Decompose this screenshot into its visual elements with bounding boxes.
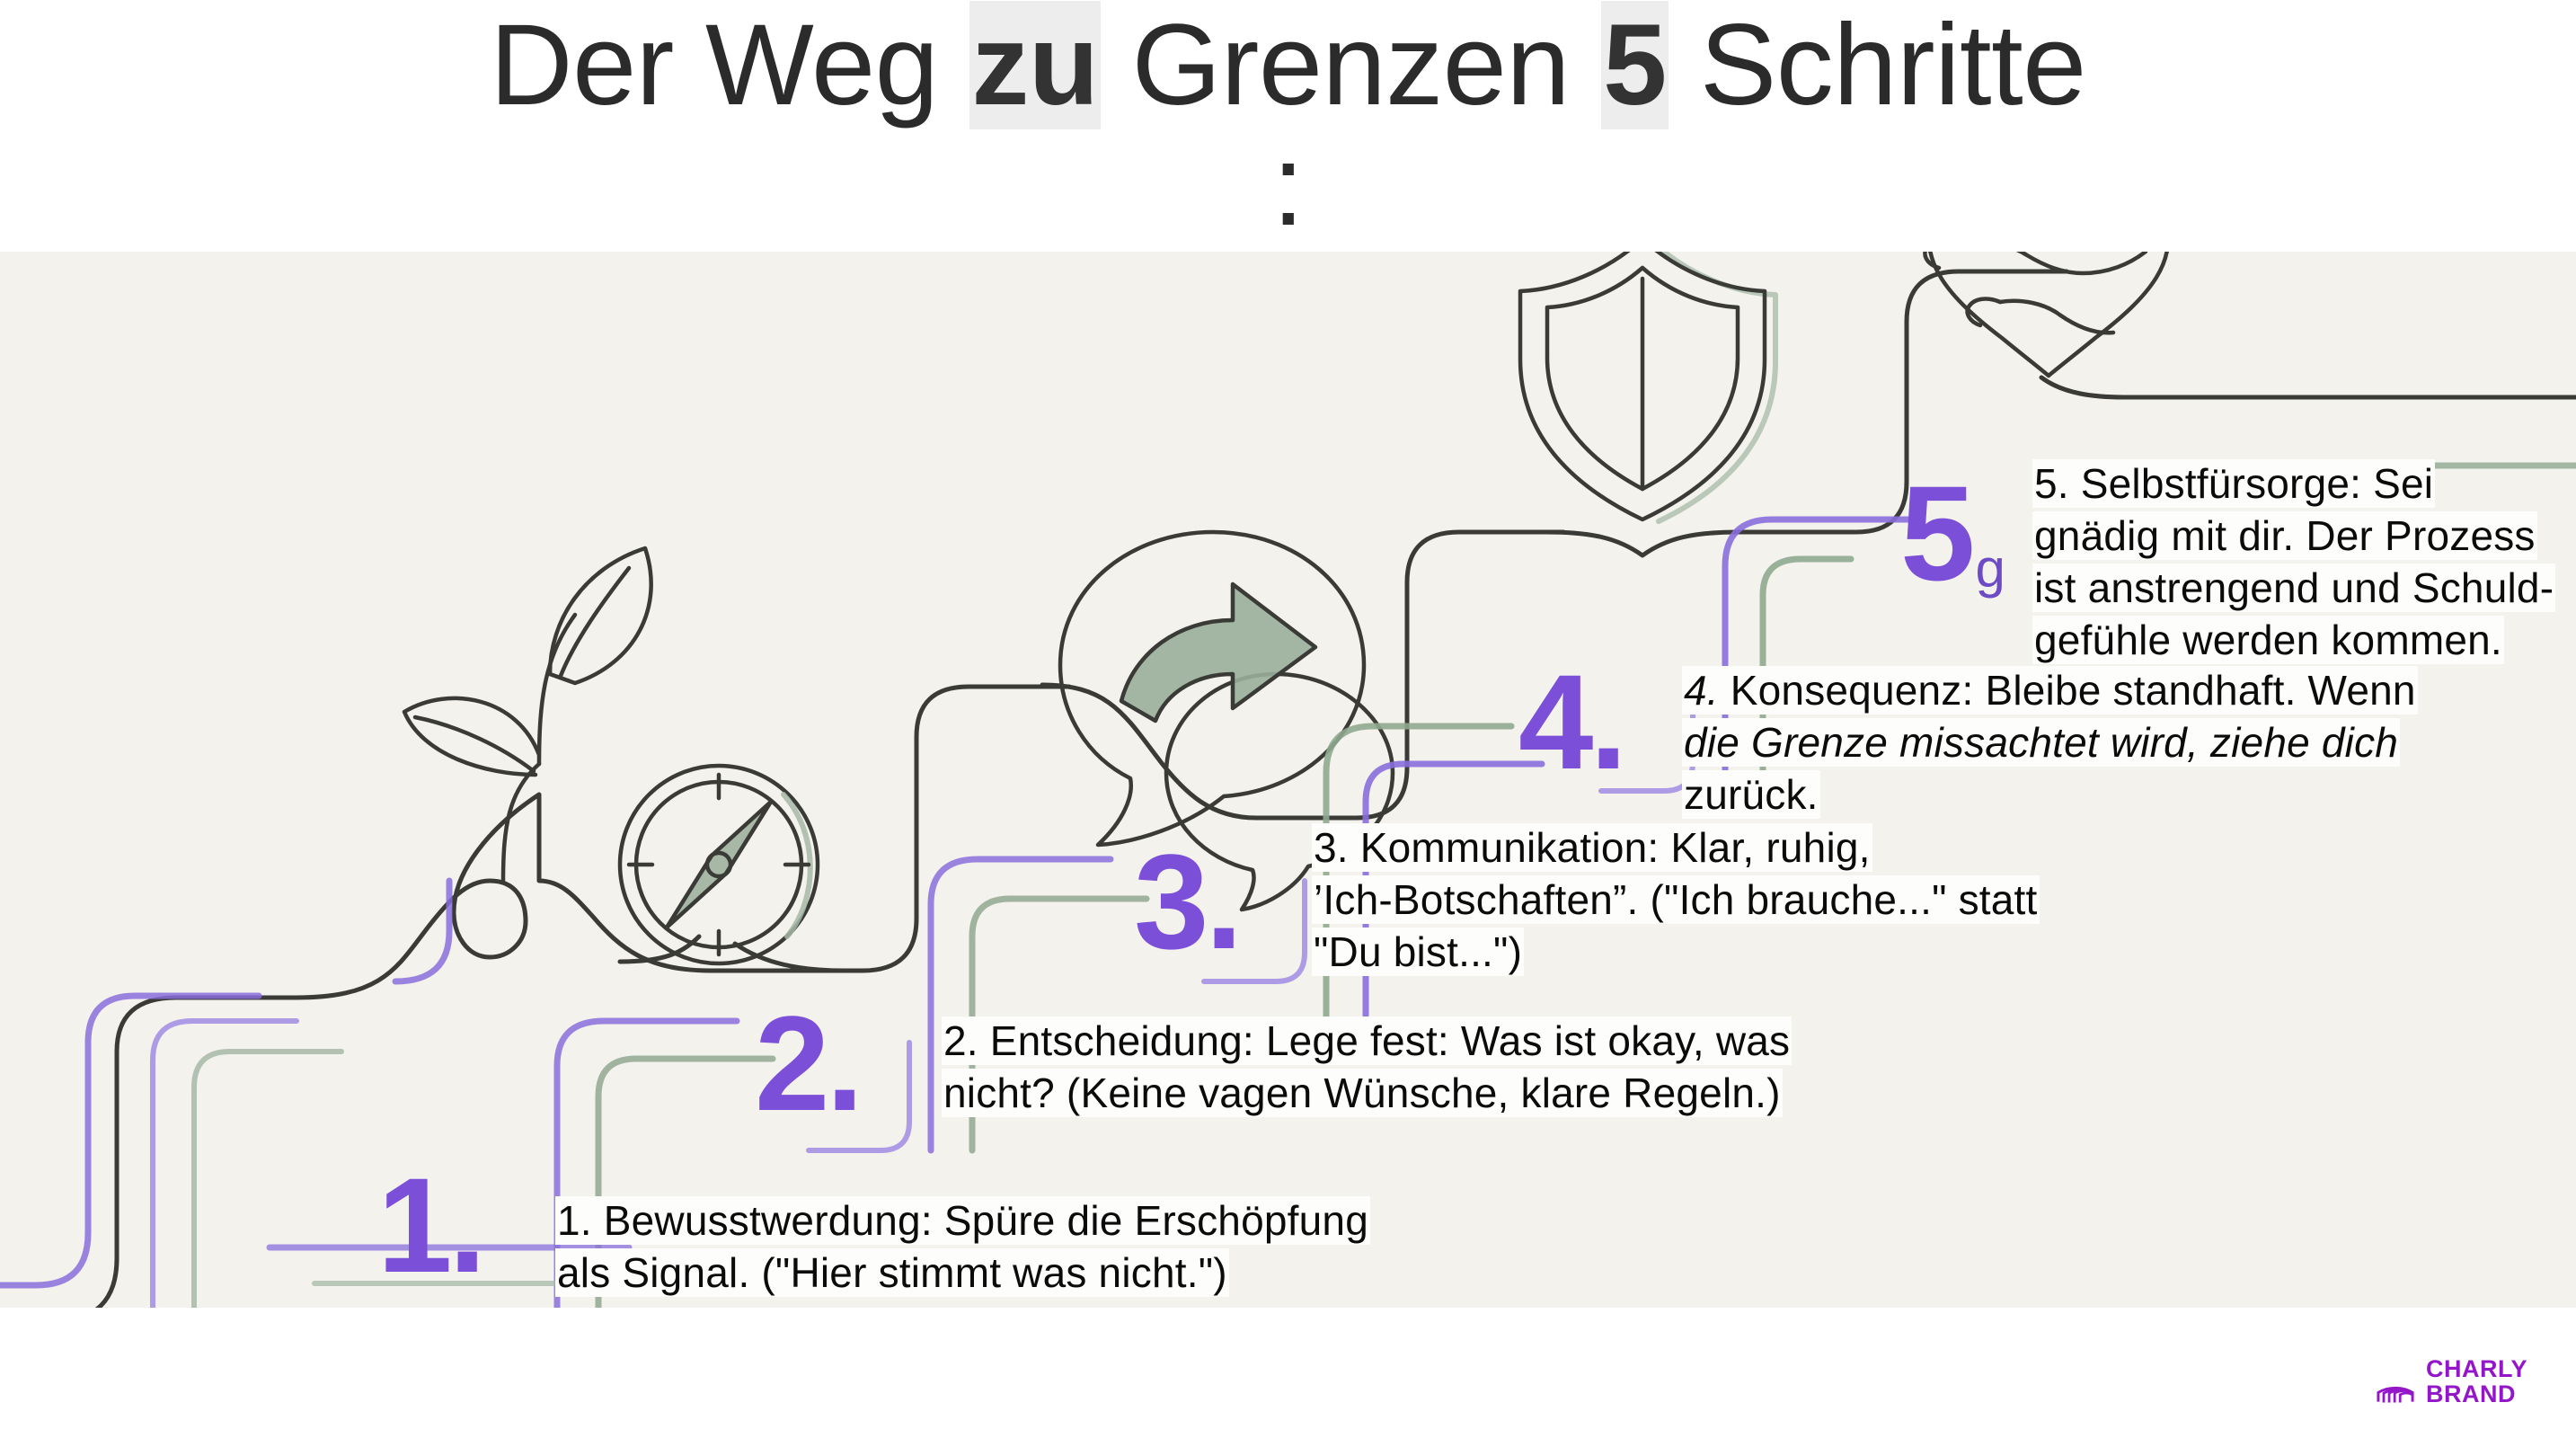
step-4-line-3: zurück. [1682,769,1820,819]
step-2-line-2: nicht? (Keine vagen Wünsche, klare Regel… [942,1068,1783,1117]
step-5-line-1: 5. Selbstfürsorge: Sei [2032,459,2436,508]
step-1-line-1: 1. Bewusstwerdung: Spüre die Erschöpfung [555,1196,1370,1245]
page-title: Der Weg zu Grenzen 5 Schritte : [0,0,2576,247]
step-numeral-5-value: 5 [1900,457,1975,608]
step-3-line-3: "Du bist...") [1312,927,1525,976]
step-5-line-3: ist anstrengend und Schuld- [2032,563,2556,612]
step-2-line-1: 2. Entscheidung: Lege fest: Was ist okay… [942,1016,1793,1065]
logo-arcs-icon [2377,1386,2414,1403]
step-1-line-2: als Signal. ("Hier stimmt was nicht.") [555,1247,1229,1297]
brand-logo: CHARLY BRAND [2372,1346,2561,1418]
logo-line-1: CHARLY [2426,1355,2528,1383]
title-part-3: Schritte [1668,1,2086,129]
title-part-2: Grenzen [1100,1,1602,129]
step-3-line-2: ’Ich-Botschaften”. ("Ich brauche..." sta… [1312,874,2040,924]
step-numeral-2: 2. [755,988,863,1139]
step-text-2: 2. Entscheidung: Lege fest: Was ist okay… [942,1016,1903,1120]
title-highlight-5: 5 [1601,1,1669,129]
title-highlight-zu: zu [969,1,1101,129]
logo-line-2: BRAND [2426,1380,2516,1407]
step-text-4: 4. Konsequenz: Bleibe standhaft. Wenn di… [1682,665,2491,821]
step-4-line-2: die Grenze missachtet wird, ziehe dich [1682,717,2401,767]
title-line-1: Der Weg zu Grenzen 5 Schritte [0,0,2576,129]
title-line-2: : [1271,121,1305,251]
step-5-line-2: gnädig mit dir. Der Prozess [2032,510,2537,560]
title-part-1: Der Weg [490,1,970,129]
step-numeral-4: 4. [1518,646,1627,797]
step-3-line-1: 3. Kommunikation: Klar, ruhig, [1312,823,1872,872]
step-text-3: 3. Kommunikation: Klar, ruhig, ’Ich-Bots… [1312,822,2120,979]
step-numeral-5: 5g [1900,466,2005,600]
step-text-5: 5. Selbstfürsorge: Sei gnädig mit dir. D… [2032,458,2576,667]
step-numeral-3: 3. [1134,826,1243,977]
step-4-line-1: Konsequenz: Bleibe standhaft. Wenn [1718,667,2416,714]
step-numeral-1: 1. [377,1150,486,1300]
illustration-canvas: .dk { fill:none; stroke:#3a3a36; stroke-… [0,252,2576,1308]
step-text-1: 1. Bewusstwerdung: Spüre die Erschöpfung… [555,1195,1454,1300]
step-5-line-4: gefühle werden kommen. [2032,615,2504,664]
logo-wordmark: CHARLY BRAND [2426,1357,2527,1407]
line-art-illustration: .dk { fill:none; stroke:#3a3a36; stroke-… [0,252,2576,1308]
step-numeral-5-ghost-glyph: g [1975,538,2005,599]
step-4-italic-lead: 4. [1684,667,1719,714]
